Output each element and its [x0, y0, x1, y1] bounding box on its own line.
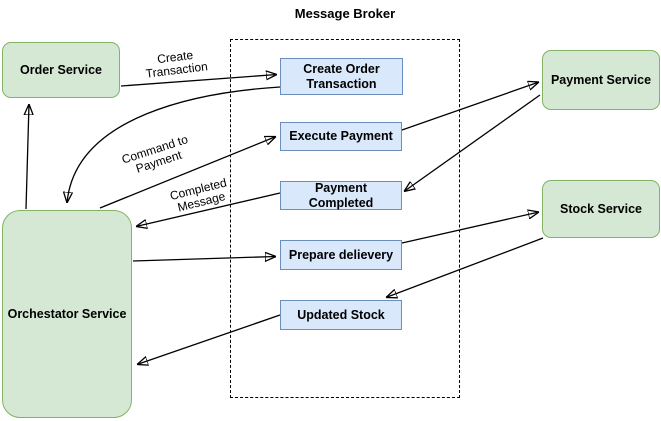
order-service-label: Order Service: [20, 62, 102, 77]
node-payment-service: Payment Service: [542, 50, 660, 110]
node-order-service: Order Service: [2, 42, 120, 98]
node-orchestrator-service: Orchestator Service: [2, 210, 132, 418]
execute-payment-label: Execute Payment: [289, 129, 393, 144]
node-execute-payment: Execute Payment: [280, 122, 402, 151]
node-stock-service: Stock Service: [542, 180, 660, 238]
node-prepare-delivery: Prepare delievery: [280, 240, 402, 270]
message-broker-title: Message Broker: [294, 6, 396, 21]
stock-service-label: Stock Service: [560, 201, 642, 216]
prepare-delivery-label: Prepare delievery: [288, 247, 394, 262]
node-updated-stock: Updated Stock: [280, 300, 402, 330]
edge-label-command-to-payment: Command to Payment: [119, 132, 190, 176]
orchestrator-service-label: Orchestator Service: [7, 306, 127, 321]
payment-service-label: Payment Service: [550, 72, 652, 87]
node-payment-completed: Payment Completed: [280, 181, 402, 210]
edge-orchestrator-to-order-service: [26, 104, 29, 210]
message-broker-frame: [230, 39, 460, 398]
payment-completed-label: Payment Completed: [308, 181, 374, 210]
create-order-transaction-label: Create Order Transaction: [303, 62, 380, 91]
updated-stock-label: Updated Stock: [297, 307, 385, 322]
edge-label-create-transaction: Create Transaction: [144, 47, 209, 81]
node-create-order-transaction: Create Order Transaction: [280, 58, 403, 95]
